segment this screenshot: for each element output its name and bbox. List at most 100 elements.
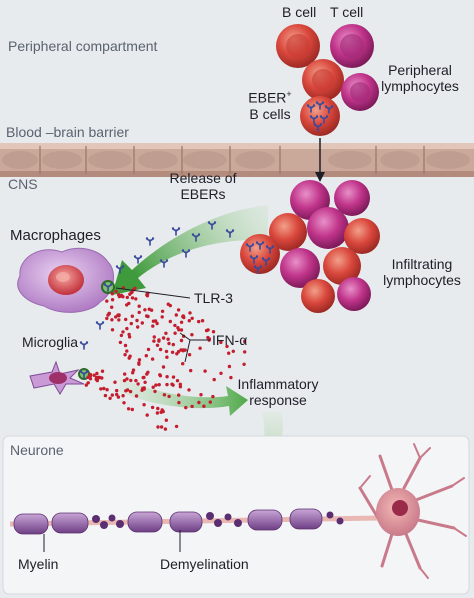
ifn-dot xyxy=(170,350,175,354)
ifn-dot xyxy=(115,392,119,397)
eber-text: EBER xyxy=(248,89,287,106)
ifn-alpha-label: IFN-α xyxy=(212,332,248,348)
ifn-dot xyxy=(105,316,109,321)
ifn-dot xyxy=(110,292,115,296)
ifn-dot xyxy=(157,338,161,342)
ifn-dot xyxy=(145,413,149,417)
ifn-dot xyxy=(123,372,127,376)
ifn-dot xyxy=(197,400,201,405)
ifn-dot xyxy=(231,349,235,353)
eber-plus: + xyxy=(286,89,292,99)
ifn-dot xyxy=(100,376,104,380)
ifn-dot xyxy=(158,347,163,352)
peripheral-lymphocytes-line2: lymphocytes xyxy=(381,78,459,94)
ifn-dot xyxy=(130,296,135,300)
ifn-dot xyxy=(102,386,106,391)
ifn-dot xyxy=(147,307,151,311)
infiltrating-lymphocytes-label: Infiltrating lymphocytes xyxy=(374,256,470,288)
ifn-dot xyxy=(229,375,233,380)
ifn-dot xyxy=(108,396,112,400)
ifn-dot xyxy=(137,361,141,365)
ifn-dot xyxy=(128,389,133,394)
axon-label-pointers xyxy=(43,530,181,552)
ifn-dot xyxy=(99,387,103,391)
ifn-dot xyxy=(166,337,170,341)
ifn-dot xyxy=(119,333,124,338)
ifn-dot xyxy=(125,326,129,331)
ifn-dot xyxy=(125,377,129,381)
ifn-dot xyxy=(203,369,207,373)
ifn-dot xyxy=(110,328,115,332)
peripheral-compartment-label: Peripheral compartment xyxy=(8,38,158,54)
ifn-dot xyxy=(105,299,109,303)
microglia-label: Microglia xyxy=(22,334,79,350)
ifn-dot xyxy=(177,400,181,405)
ifn-dot xyxy=(174,313,178,317)
ifn-dot xyxy=(171,383,175,387)
ifn-dot xyxy=(136,382,140,386)
infiltrating-line2: lymphocytes xyxy=(383,272,461,288)
ifn-dot xyxy=(115,388,119,393)
macrophages-label: Macrophages xyxy=(10,227,101,244)
ifn-dot xyxy=(184,405,188,410)
peripheral-lymphocytes-line1: Peripheral xyxy=(388,62,452,78)
ifn-dot xyxy=(114,315,118,319)
ifn-dot xyxy=(152,335,156,339)
ifn-dot xyxy=(105,388,109,392)
neurone-panel xyxy=(2,435,470,595)
myelin-label: Myelin xyxy=(18,556,59,572)
ifn-dot xyxy=(117,318,121,322)
ifn-pointers xyxy=(179,332,210,363)
ifn-dot xyxy=(116,293,121,297)
cns-label: CNS xyxy=(8,176,38,192)
ifn-dot xyxy=(142,403,146,407)
ifn-dot xyxy=(243,339,247,344)
ifn-dot xyxy=(161,365,166,369)
ifn-dot xyxy=(174,424,179,429)
ifn-dot xyxy=(156,425,160,429)
ifn-dot xyxy=(227,351,231,355)
ifn-dot xyxy=(128,292,132,296)
ifn-dot xyxy=(116,395,121,399)
ifn-dot xyxy=(211,330,216,334)
ifn-dot xyxy=(198,346,202,350)
eber-b-cells-line2: B cells xyxy=(249,105,291,122)
ifn-dot xyxy=(157,383,161,387)
ifn-dot xyxy=(155,343,160,347)
ifn-dot xyxy=(140,321,144,325)
ifn-dot xyxy=(171,342,175,347)
ifn-dot xyxy=(128,354,132,358)
ifn-dot xyxy=(92,373,96,377)
ifn-dot xyxy=(164,418,168,422)
macrophage xyxy=(17,247,115,313)
ifn-dot xyxy=(208,400,212,404)
tlr3-pointer xyxy=(115,287,191,299)
ifn-dot xyxy=(155,321,159,326)
ifn-dot xyxy=(153,389,157,394)
ifn-dot xyxy=(168,303,172,308)
ifn-dot xyxy=(161,409,165,414)
ifn-dot xyxy=(211,394,215,399)
ifn-dot xyxy=(181,314,185,319)
ifn-dot xyxy=(94,377,98,381)
ifn-dot xyxy=(88,372,93,377)
ifn-dot xyxy=(199,393,203,397)
ifn-dot xyxy=(129,378,133,383)
ifn-dot xyxy=(107,311,111,316)
release-line1: Release of xyxy=(169,170,237,186)
ifn-dot xyxy=(95,371,99,376)
ifn-dot xyxy=(103,393,108,398)
ifn-dot xyxy=(134,378,138,383)
blood-brain-barrier-label: Blood –brain barrier xyxy=(6,124,129,140)
ifn-dot xyxy=(130,314,134,318)
ifn-dot xyxy=(212,377,216,382)
ifn-dot xyxy=(158,374,163,378)
ifn-dot xyxy=(110,298,115,302)
ifn-dot xyxy=(129,321,133,326)
ifn-dot xyxy=(84,383,89,387)
inflammatory-line2: response xyxy=(249,392,307,408)
ifn-dot xyxy=(110,305,114,309)
ifn-dot xyxy=(178,382,182,386)
ifn-dot xyxy=(119,293,124,297)
b-cell-label: B cell xyxy=(282,4,317,20)
